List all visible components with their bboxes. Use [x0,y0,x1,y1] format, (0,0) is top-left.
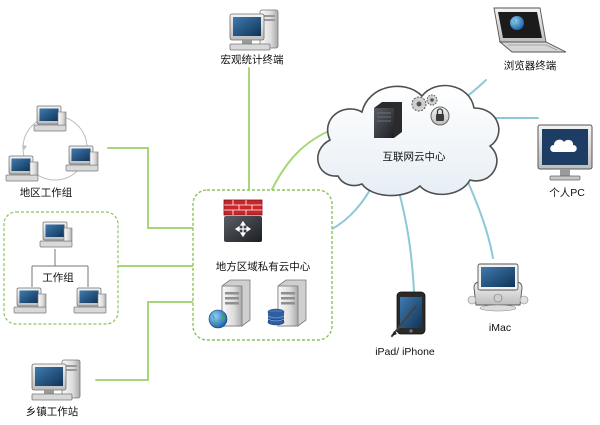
server-icon [374,102,402,138]
link-ipad [397,187,415,293]
regional-cloud-center[interactable]: 地方区域私有云中心 [192,189,333,341]
monitor-icon [73,287,107,314]
district-work-group-label: 地区工作组 [20,186,73,199]
internet-cloud-label: 互联网云中心 [383,150,446,163]
personal-pc-label: 个人PC [549,187,585,199]
stats-terminal[interactable]: 宏观统计终端 [221,9,284,66]
link-district-group [107,147,194,229]
cloud-icon [317,84,500,197]
stats-terminal-label: 宏观统计终端 [221,53,284,66]
laptop-icon [493,7,567,53]
monitor-icon [537,124,593,181]
lock-icon [430,106,450,126]
imac[interactable]: iMac [467,263,529,334]
monitor-icon [31,359,81,401]
cloud-icon [550,139,577,152]
work-group[interactable]: 工作组 [3,211,119,325]
monitor-icon [5,155,39,182]
link-town-station [95,301,194,381]
town-station-label: 乡镇工作站 [26,405,79,418]
monitor-icon [229,9,279,51]
firewall-icon [223,199,263,242]
link-imac [464,174,494,259]
imac-icon [467,263,529,312]
tablet-icon [390,291,426,338]
link-internet-cloud [267,127,337,199]
globe-icon [208,309,228,329]
monitor-icon [33,105,67,132]
personal-pc[interactable]: 个人PC [537,124,593,199]
monitor-icon [13,287,47,314]
gears-icon [411,94,438,112]
browser-terminal-label: 浏览器终端 [504,59,557,72]
browser-terminal[interactable]: 浏览器终端 [493,7,567,72]
link-private-cloud [329,185,373,231]
monitor-icon [65,145,99,172]
imac-label: iMac [489,322,511,334]
monitor-icon [39,221,73,248]
database-icon [267,308,285,326]
work-group-label: 工作组 [42,271,74,284]
regional-cloud-label: 地方区域私有云中心 [216,260,311,273]
town-station[interactable]: 乡镇工作站 [26,359,81,418]
ipad-iphone[interactable]: iPad/ iPhone [375,291,435,358]
internet-cloud-center[interactable]: 互联网云中心 [317,84,500,197]
ipad-iphone-label: iPad/ iPhone [375,346,435,358]
district-work-group[interactable]: 地区工作组 [5,105,99,199]
